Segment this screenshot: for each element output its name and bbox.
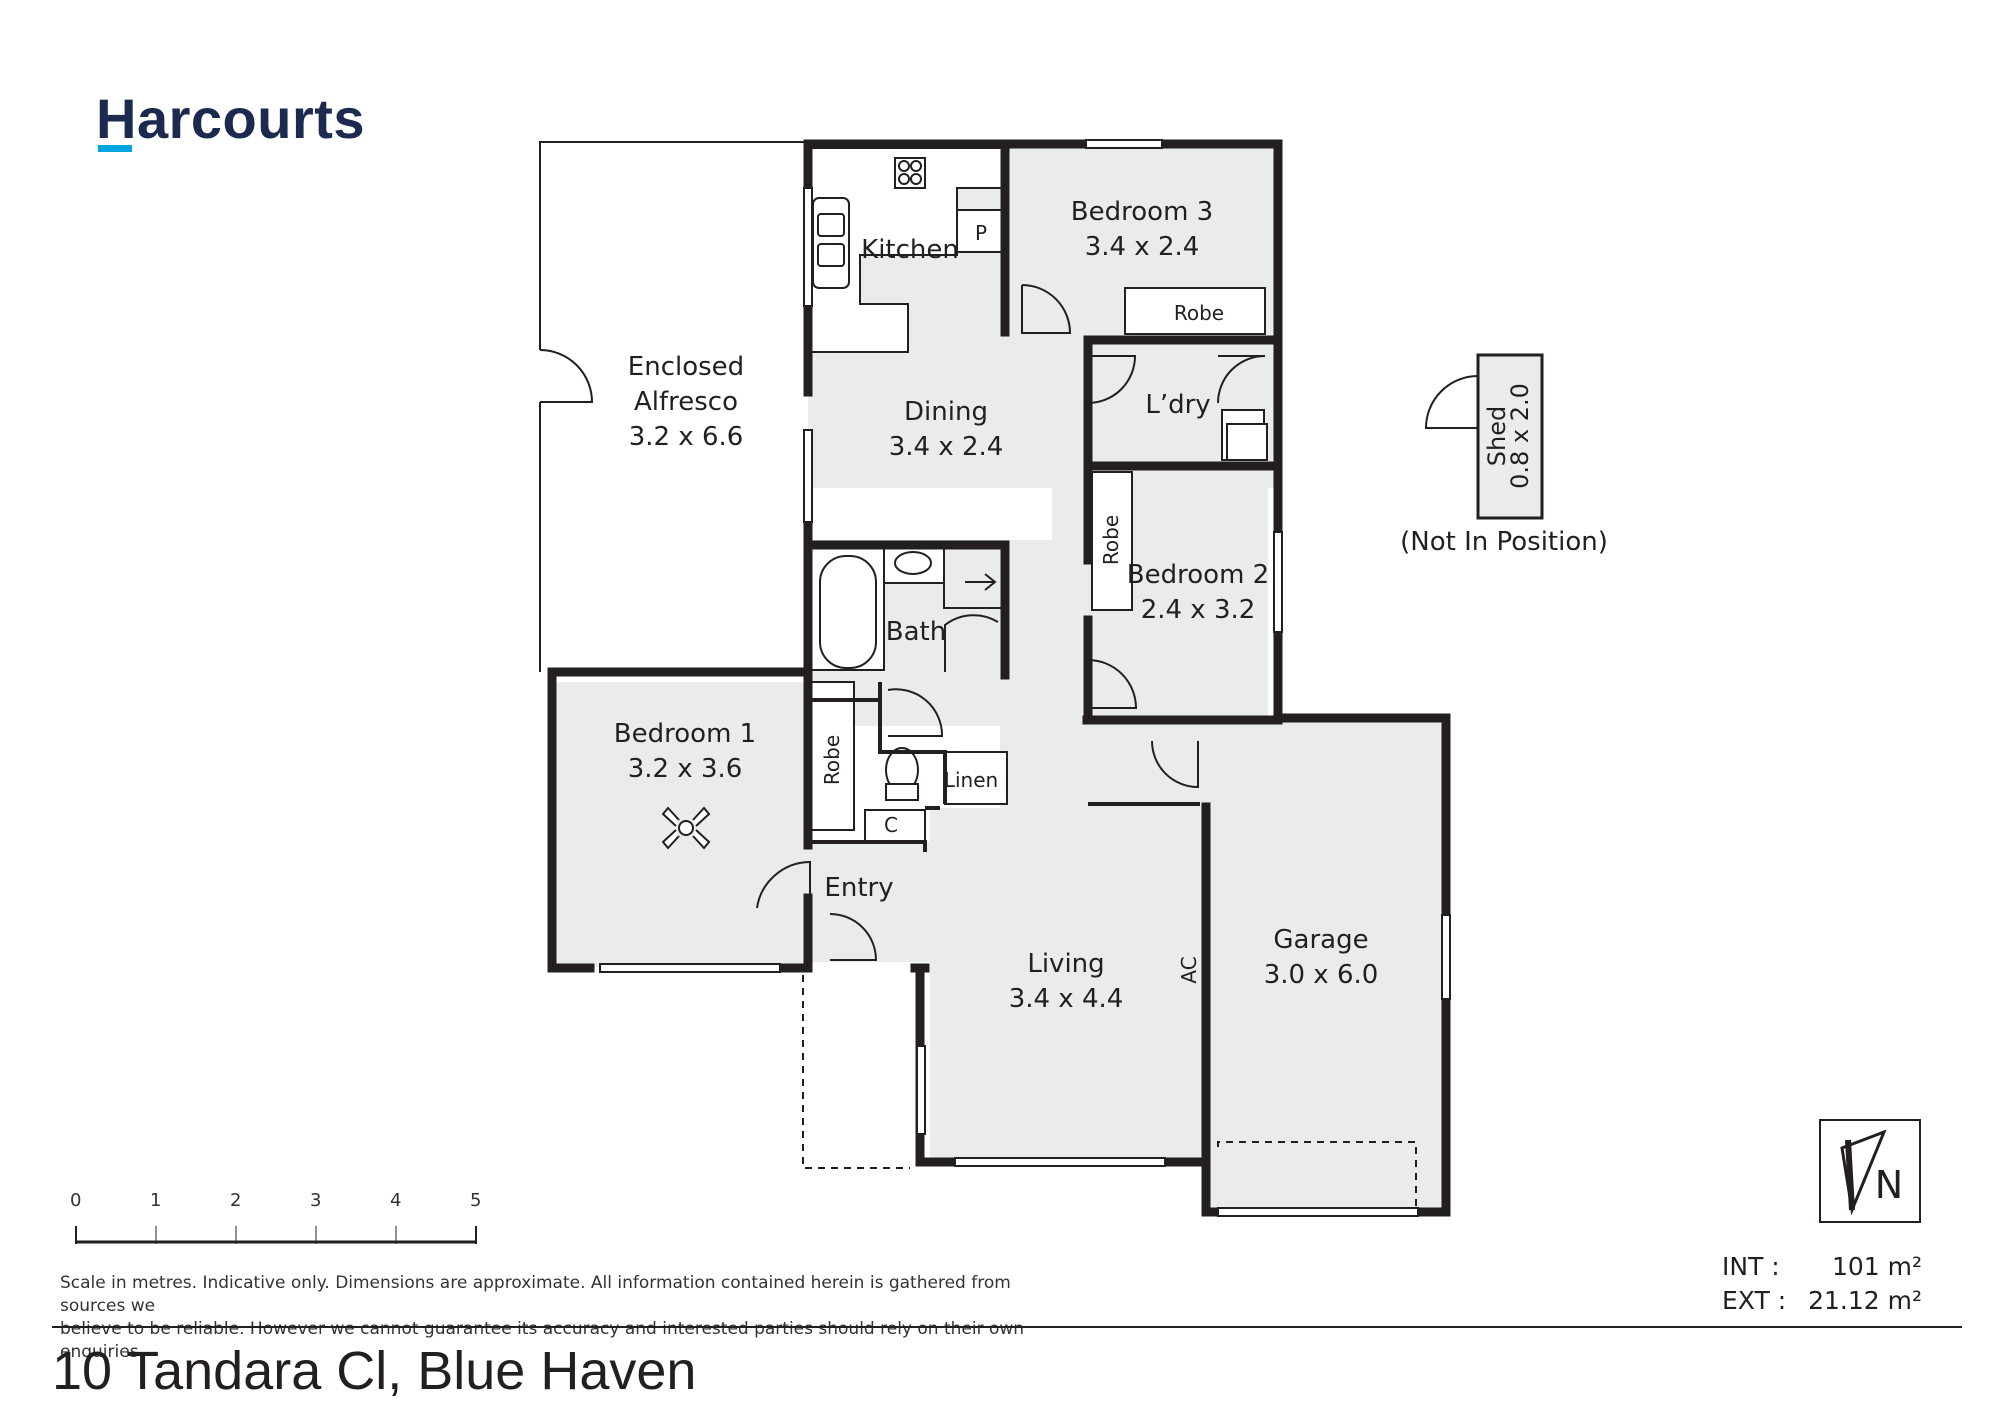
garage-name: Garage — [1273, 925, 1368, 955]
alfresco-name-2: Alfresco — [634, 387, 738, 417]
bedroom3-dims: 3.4 x 2.4 — [1085, 232, 1200, 262]
room-fills — [552, 148, 1540, 1212]
pantry-name: P — [975, 221, 987, 245]
scale-tick-4: 4 — [390, 1190, 402, 1211]
bedroom2-robe: Robe — [1099, 515, 1123, 565]
int-area-value: 101 m² — [1831, 1252, 1922, 1281]
shed-outline — [1476, 353, 1544, 520]
scale-tick-5: 5 — [470, 1190, 482, 1211]
scale-tick-3: 3 — [310, 1190, 322, 1211]
living-name: Living — [1027, 949, 1104, 979]
disclaimer-line-1: Scale in metres. Indicative only. Dimens… — [60, 1273, 1011, 1316]
ac-label: AC — [1177, 956, 1201, 983]
scale-tick-1: 1 — [150, 1190, 162, 1211]
laundry-name: L’dry — [1145, 390, 1210, 420]
scale-bar — [75, 1226, 477, 1244]
kitchen-name: Kitchen — [861, 235, 959, 265]
windows — [599, 139, 1451, 1217]
disclaimer-line-2: believe to be reliable. However we canno… — [60, 1319, 1025, 1362]
shed-name: Shed — [1483, 406, 1511, 466]
alfresco-name-1: Enclosed — [628, 352, 744, 382]
room-labels: Enclosed Alfresco 3.2 x 6.6 Kitchen P Be… — [614, 197, 1608, 1014]
bedroom2-dims: 2.4 x 3.2 — [1141, 595, 1256, 625]
shed-dims: 0.8 x 2.0 — [1506, 383, 1534, 489]
interior-walls — [806, 640, 1200, 852]
bath-fixtures — [809, 157, 1268, 801]
disclaimer: Scale in metres. Indicative only. Dimens… — [60, 1272, 1060, 1364]
walls — [547, 139, 1451, 1217]
ext-area-label: EXT : — [1722, 1286, 1787, 1315]
door-swings — [756, 284, 1479, 961]
living-dims: 3.4 x 4.4 — [1009, 984, 1124, 1014]
ceiling-fan-icon — [661, 806, 711, 850]
footer-divider — [52, 1326, 1962, 1328]
scale-tick-2: 2 — [230, 1190, 242, 1211]
shed-note: (Not In Position) — [1400, 527, 1608, 557]
bedroom1-name: Bedroom 1 — [614, 719, 756, 749]
logo-accent-bar — [98, 145, 132, 152]
scale-tick-0: 0 — [70, 1190, 82, 1211]
cupboard-name: C — [884, 813, 898, 837]
alfresco-outline — [539, 141, 808, 672]
bedroom3-robe: Robe — [1174, 301, 1224, 325]
harcourts-logo: Harcourts — [96, 87, 366, 150]
ext-area-value: 21.12 m² — [1808, 1286, 1922, 1315]
bedroom1-robe: Robe — [820, 735, 844, 785]
closets — [809, 287, 1266, 843]
linen-name: Linen — [944, 768, 998, 792]
alfresco-dims: 3.2 x 6.6 — [629, 422, 744, 452]
compass-icon: N — [1819, 1119, 1921, 1223]
bedroom3-name: Bedroom 3 — [1071, 197, 1213, 227]
bedroom1-dims: 3.2 x 3.6 — [628, 754, 743, 784]
compass-north-label: N — [1875, 1163, 1903, 1207]
entry-name: Entry — [824, 873, 893, 903]
bedroom2-name: Bedroom 2 — [1127, 560, 1269, 590]
int-area-label: INT : — [1722, 1252, 1780, 1281]
garage-dims: 3.0 x 6.0 — [1264, 960, 1379, 990]
bath-name: Bath — [886, 617, 946, 647]
dining-dims: 3.4 x 2.4 — [889, 432, 1004, 462]
dining-name: Dining — [904, 397, 988, 427]
property-address: 10 Tandara Cl, Blue Haven — [52, 1341, 697, 1401]
dashed-areas — [802, 975, 1417, 1210]
